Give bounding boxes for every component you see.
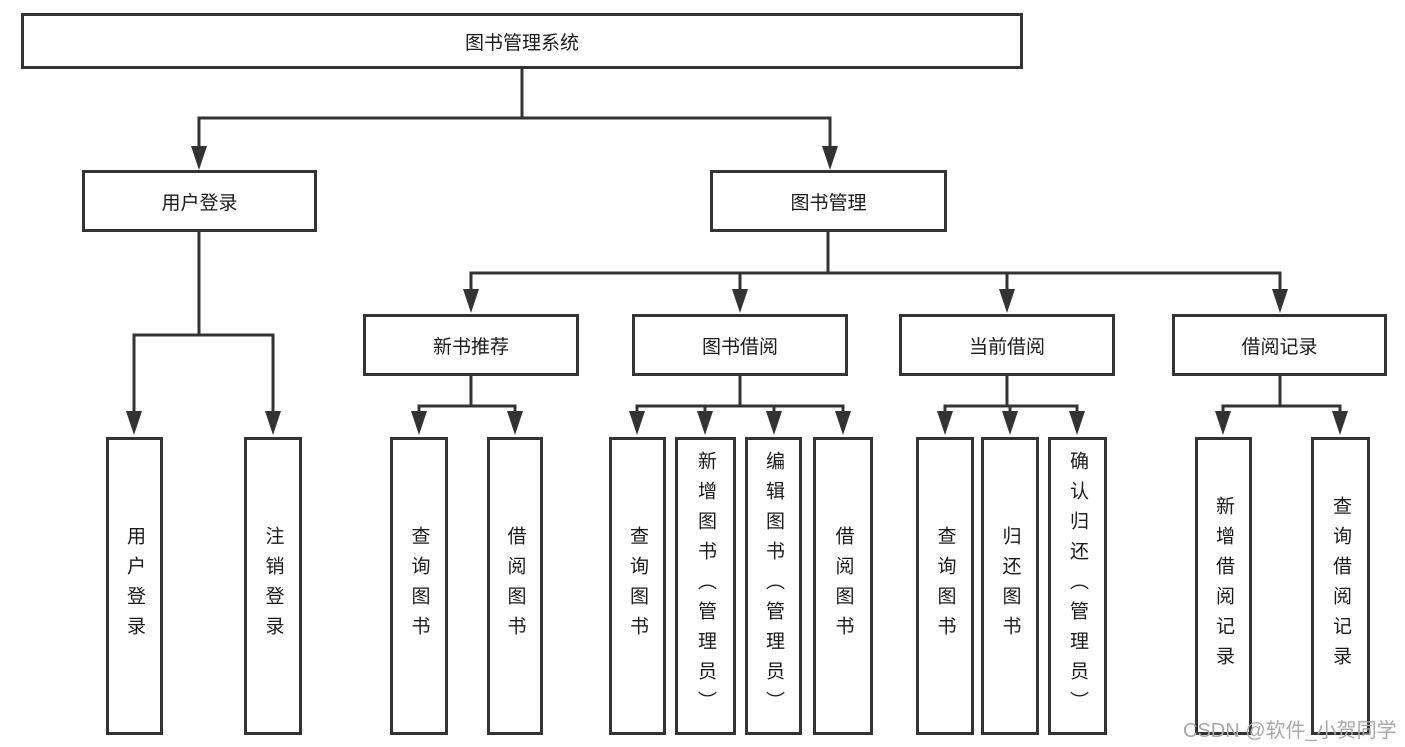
leaf-borrow-book: 借阅图书 bbox=[813, 437, 873, 735]
node-current-borrow: 当前借阅 bbox=[899, 314, 1115, 376]
leaf-return-book: 归还图书 bbox=[981, 437, 1039, 735]
node-label: 图书管理系统 bbox=[464, 32, 579, 54]
node-label: 查询图书 bbox=[934, 526, 956, 646]
node-label: 借阅图书 bbox=[832, 526, 854, 646]
node-label: 新增借阅记录 bbox=[1213, 496, 1234, 676]
leaf-edit-book-admin: 编辑图书（管理员） bbox=[745, 437, 802, 735]
node-label: 查询图书 bbox=[408, 526, 430, 646]
node-root-system: 图书管理系统 bbox=[21, 13, 1023, 69]
csdn-watermark: CSDN @软件_小贺同学 bbox=[1183, 720, 1397, 742]
leaf-query-book-current: 查询图书 bbox=[916, 437, 974, 735]
node-book-borrow: 图书借阅 bbox=[632, 314, 848, 376]
node-label: 用户登录 bbox=[124, 526, 145, 646]
leaf-add-book-admin: 新增图书（管理员） bbox=[675, 437, 736, 735]
node-label: 查询借阅记录 bbox=[1330, 496, 1351, 676]
node-label: 图书管理 bbox=[790, 192, 867, 214]
node-label: 编辑图书（管理员） bbox=[763, 451, 784, 721]
leaf-query-book-recommend: 查询图书 bbox=[390, 437, 448, 735]
node-user-login: 用户登录 bbox=[82, 170, 317, 232]
node-label: 用户登录 bbox=[161, 192, 238, 214]
node-label: 注销登录 bbox=[262, 526, 284, 646]
node-borrow-record: 借阅记录 bbox=[1172, 314, 1387, 376]
leaf-user-login: 用户登录 bbox=[106, 437, 163, 735]
node-new-book-recommend: 新书推荐 bbox=[363, 314, 579, 376]
node-label: 借阅记录 bbox=[1241, 336, 1318, 358]
leaf-query-borrow-record: 查询借阅记录 bbox=[1311, 437, 1370, 735]
node-label: 借阅图书 bbox=[504, 526, 526, 646]
node-book-management: 图书管理 bbox=[710, 170, 947, 232]
node-label: 当前借阅 bbox=[968, 336, 1045, 358]
node-label: 确认归还（管理员） bbox=[1067, 451, 1088, 721]
node-label: 新增图书（管理员） bbox=[695, 451, 716, 721]
node-label: 新书推荐 bbox=[432, 336, 509, 358]
leaf-logout: 注销登录 bbox=[244, 437, 302, 735]
node-label: 查询图书 bbox=[627, 526, 648, 646]
leaf-add-borrow-record: 新增借阅记录 bbox=[1195, 437, 1252, 735]
node-label: 图书借阅 bbox=[701, 336, 778, 358]
leaf-confirm-return-admin: 确认归还（管理员） bbox=[1048, 437, 1107, 735]
leaf-query-book-borrow: 查询图书 bbox=[609, 437, 666, 735]
node-label: 归还图书 bbox=[999, 526, 1021, 646]
leaf-borrow-book-recommend: 借阅图书 bbox=[487, 437, 543, 735]
